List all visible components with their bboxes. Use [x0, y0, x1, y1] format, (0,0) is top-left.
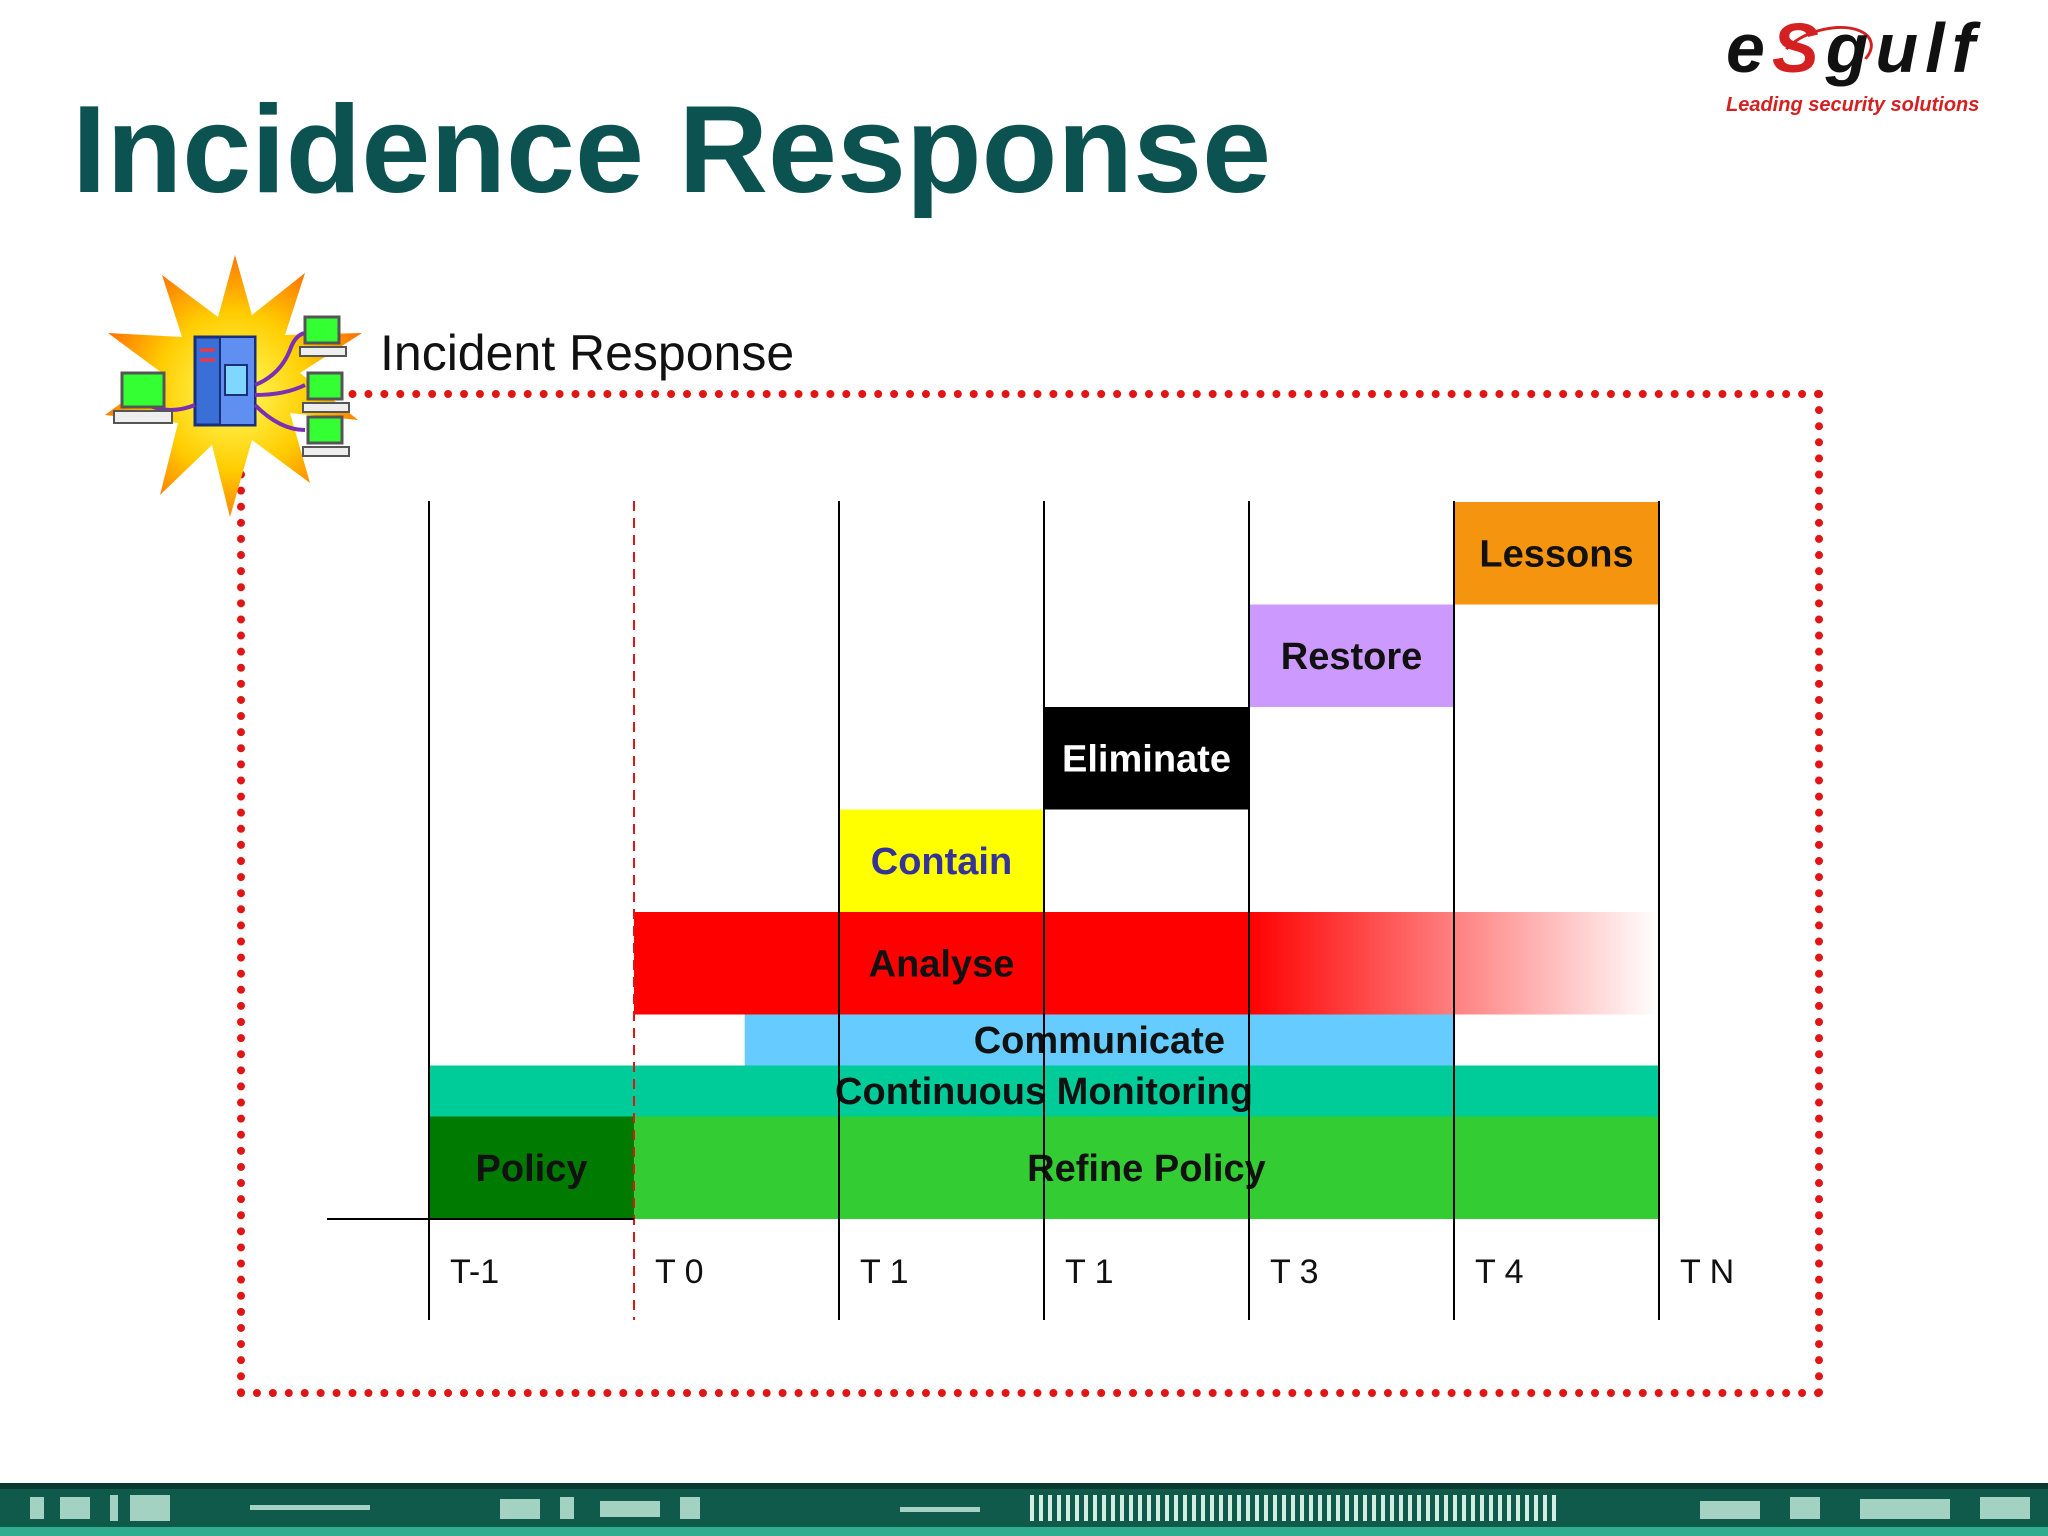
server-network-burst-icon	[105, 255, 362, 517]
computer-mid-right-icon	[302, 371, 350, 413]
timeline-tick-label-1: T 0	[655, 1253, 704, 1291]
logo-tagline: Leading security solutions	[1726, 94, 1980, 116]
phase-bar-8	[634, 1116, 1659, 1219]
phase-bar-0	[1454, 502, 1659, 605]
logo-wordmark-prefix: e	[1726, 9, 1772, 87]
phase-label-1: Restore	[1281, 636, 1423, 678]
timeline-tick-label-2: T 1	[860, 1253, 909, 1291]
phase-bar-4	[634, 912, 1659, 1015]
phase-bar-5	[744, 1014, 1454, 1066]
phase-label-0: Lessons	[1479, 533, 1633, 575]
logo-wordmark-suffix: gulf	[1825, 9, 1982, 87]
computer-left-icon	[113, 371, 173, 424]
phase-label-8: Refine Policy	[1027, 1148, 1266, 1190]
timeline-tick-label-0: T-1	[450, 1253, 499, 1291]
esgulf-logo: eSgulf Leading security solutions	[1718, 8, 2028, 126]
circuit-board-footer-strip	[0, 1483, 2048, 1536]
computer-bottom-right-icon	[302, 415, 350, 457]
logo-wordmark-s: S	[1771, 9, 1826, 87]
phase-bar-7	[429, 1116, 634, 1219]
timeline-tick-label-6: T N	[1680, 1253, 1734, 1291]
phase-bar-1	[1249, 604, 1454, 707]
timeline-tick-label-5: T 4	[1475, 1253, 1524, 1291]
phase-label-7: Policy	[476, 1148, 588, 1190]
phase-bar-3	[839, 809, 1044, 912]
timeline-tick-label-3: T 1	[1065, 1253, 1114, 1291]
phase-bar-2	[1044, 707, 1249, 810]
phase-label-5: Communicate	[974, 1020, 1225, 1062]
logo-wordmark: eSgulf	[1726, 8, 1982, 88]
timeline-tick-label-4: T 3	[1270, 1253, 1319, 1291]
incident-response-label: Incident Response	[380, 325, 795, 381]
incident-response-frame	[237, 390, 1823, 1397]
phase-label-4: Analyse	[869, 943, 1015, 985]
computer-top-right-icon	[299, 315, 347, 357]
phase-label-3: Contain	[871, 841, 1012, 883]
page-title: Incidence Response	[72, 81, 1272, 219]
phase-label-2: Eliminate	[1062, 738, 1231, 780]
